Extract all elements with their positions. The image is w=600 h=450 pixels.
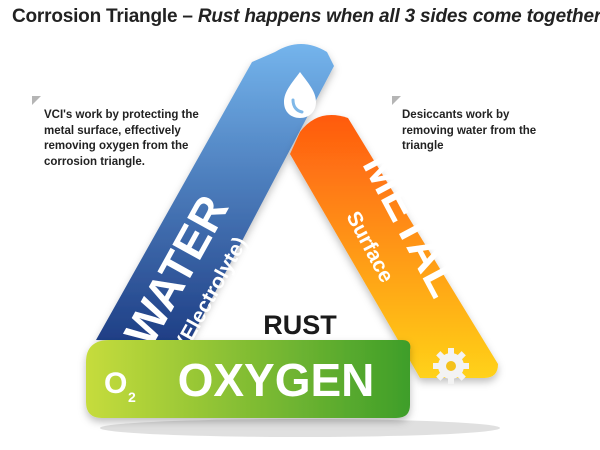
- page-title: Corrosion Triangle – Rust happens when a…: [12, 6, 600, 32]
- o2-icon-subscript: 2: [128, 389, 136, 405]
- note-corner-marker-right: [392, 96, 401, 105]
- water-drop-icon: [284, 72, 316, 118]
- water-side: WATER (Electrolyte): [96, 44, 334, 354]
- ground-shadow: [100, 419, 500, 437]
- o2-icon-letter: O: [104, 367, 127, 400]
- oxygen-side: O 2 OXYGEN: [86, 340, 411, 418]
- oxygen-label: OXYGEN: [178, 354, 375, 406]
- metal-band: [290, 115, 498, 378]
- title-subtitle: Rust happens when all 3 sides come toget…: [197, 6, 600, 27]
- water-band: [96, 44, 334, 340]
- o2-icon: O 2: [104, 367, 136, 405]
- note-corner-marker-left: [32, 96, 41, 105]
- gear-icon: [433, 348, 469, 384]
- vci-note: VCI's work by protecting the metal surfa…: [44, 109, 199, 168]
- title-main: Corrosion Triangle –: [12, 6, 193, 27]
- oxygen-band: [86, 340, 411, 418]
- rust-label: RUST: [263, 310, 337, 340]
- desiccant-note: Desiccants work by removing water from t…: [402, 109, 537, 153]
